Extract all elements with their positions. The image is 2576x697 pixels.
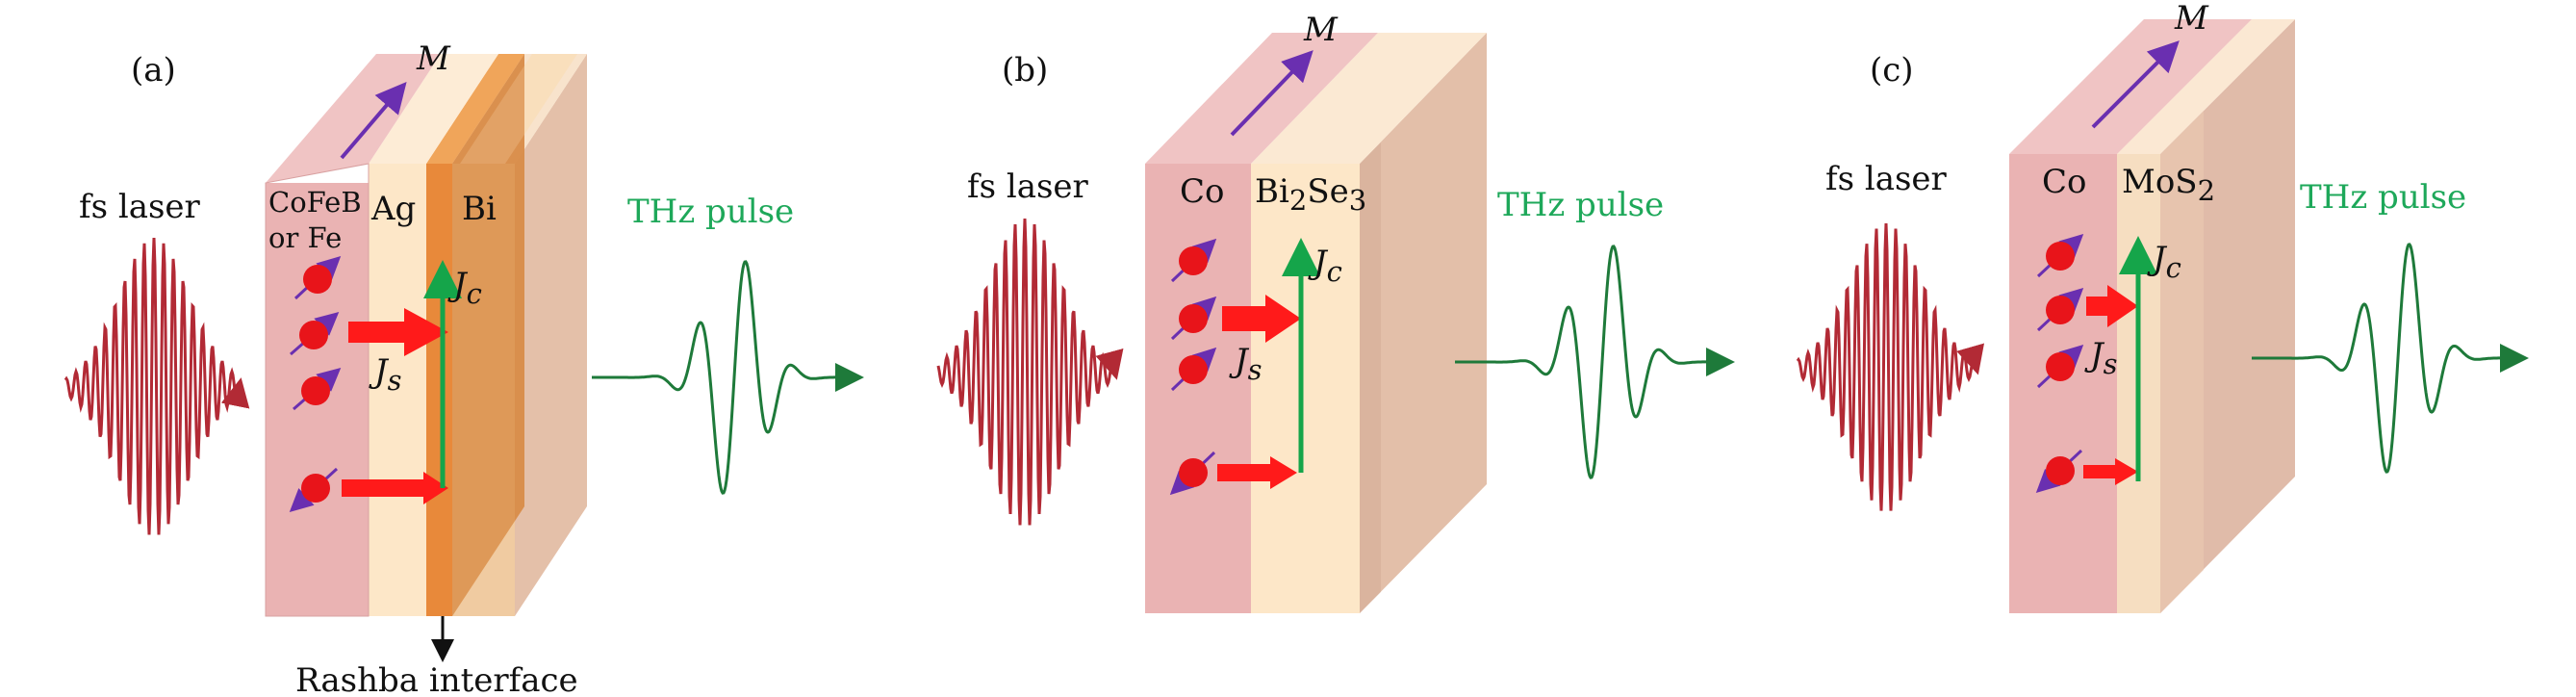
electron-icon: [301, 376, 330, 405]
panel-b-spin-current-arrow-upper: [1222, 295, 1301, 343]
panel-b-thz-label: THz pulse: [1497, 186, 1664, 224]
panel-a-laser-label: fs laser: [79, 188, 201, 226]
electron-icon: [301, 474, 330, 503]
panel-b-label: (b): [1002, 51, 1048, 90]
electron-icon: [1179, 246, 1208, 275]
panel-c-label: (c): [1870, 51, 1914, 90]
panel-b-laser-pulse: [936, 218, 1124, 526]
panel-b-spin-current-arrow-lower: [1217, 456, 1297, 489]
panel-c-thz-label: THz pulse: [2300, 178, 2466, 217]
panel-c-laser-pulse: [1796, 222, 1985, 511]
panel-a-substrate-side: [515, 54, 587, 616]
panel-c-layer-co: Co: [2042, 163, 2086, 201]
panel-a-spin-current-arrow-upper: [348, 308, 448, 356]
panel-a-label: (a): [131, 51, 176, 90]
panel-a-magnetization-arrow: [340, 81, 407, 160]
panel-a-jc-label: Jc: [447, 266, 482, 310]
panel-c-laser-label: fs laser: [1825, 160, 1948, 198]
panel-b-electrons: [1169, 238, 1217, 496]
panel-a-ag-top: [369, 54, 498, 164]
electron-icon: [2046, 296, 2075, 324]
panel-b: (b) fs laser M Co Bi2Se3 Js Jc T: [936, 11, 1735, 613]
panel-b-layer-bi2se3: Bi2Se3: [1255, 172, 1366, 217]
panel-a-layer-cofeb: CoFeB: [268, 186, 362, 219]
panel-a-js-label: Js: [369, 352, 402, 397]
electron-icon: [1179, 458, 1208, 487]
panel-b-co-top: [1145, 33, 1378, 164]
panel-b-laser-label: fs laser: [967, 168, 1089, 206]
panel-a-layer-orfe: or Fe: [268, 221, 342, 254]
panel-a-thz-pulse: [592, 260, 864, 495]
panel-a-layer-bi: Bi: [462, 190, 497, 228]
electron-icon: [2046, 242, 2075, 271]
panel-a-rashba-side: [452, 54, 524, 616]
panel-a-rashba-interface: [426, 164, 452, 616]
electron-icon: [1179, 355, 1208, 384]
panel-a-interface-label: Rashba interface: [295, 661, 578, 697]
panel-b-bise-side: [1360, 33, 1487, 613]
panel-c-layer-mos2: MoS2: [2122, 163, 2215, 207]
panel-a-rashba-top: [426, 54, 524, 164]
panel-c-spin-current-arrow-lower: [2083, 458, 2138, 485]
panel-b-thz-pulse: [1455, 245, 1735, 479]
panel-b-layer-co: Co: [1180, 172, 1224, 211]
panel-b-co-front: [1145, 164, 1251, 613]
panel-b-js-label: Js: [1229, 342, 1262, 386]
electron-icon: [2046, 352, 2075, 381]
electron-icon: [2046, 456, 2075, 485]
panel-b-jc-label: Jc: [1308, 244, 1342, 288]
panel-a-cofeb-edge: [265, 163, 370, 617]
panel-b-magnetization-arrow: [1230, 50, 1314, 137]
panel-c-co-front: [2009, 154, 2117, 613]
electron-icon: [303, 265, 332, 294]
panel-c-mos2-side: [2160, 111, 2204, 613]
panel-a-thz-label: THz pulse: [627, 193, 794, 231]
panel-c-jc-label: Jc: [2147, 240, 2181, 284]
panel-c-magnetization-label: M: [2174, 0, 2209, 38]
panel-b-bise-front: [1251, 164, 1360, 613]
panel-c-thz-pulse: [2252, 243, 2529, 474]
panel-a-layer-ag: Ag: [370, 190, 416, 228]
panel-b-magnetization-label: M: [1303, 11, 1339, 49]
panel-a-laser-pulse: [64, 237, 250, 535]
panel-a-magnetization-label: M: [416, 39, 451, 78]
panel-a-electrons: [289, 255, 342, 513]
panel-c-electrons: [2035, 233, 2084, 494]
panel-b-bise-top: [1251, 33, 1487, 164]
panel-c: (c) fs laser M Co MoS2 Js: [1796, 0, 2529, 613]
panel-a-spin-current-arrow-lower: [342, 472, 448, 504]
panel-c-magnetization-arrow: [2091, 40, 2180, 129]
panel-c-spin-current-arrow-upper: [2086, 285, 2138, 327]
panel-c-co-top: [2009, 19, 2252, 154]
panel-b-bise-inner-side: [1360, 142, 1381, 613]
electron-icon: [299, 321, 328, 349]
panel-a-ag-front: [369, 164, 426, 616]
electron-icon: [1179, 304, 1208, 333]
panel-c-js-label: Js: [2084, 336, 2118, 380]
panel-a: (a) fs laser M CoFeB or Fe Ag Bi: [64, 39, 864, 697]
